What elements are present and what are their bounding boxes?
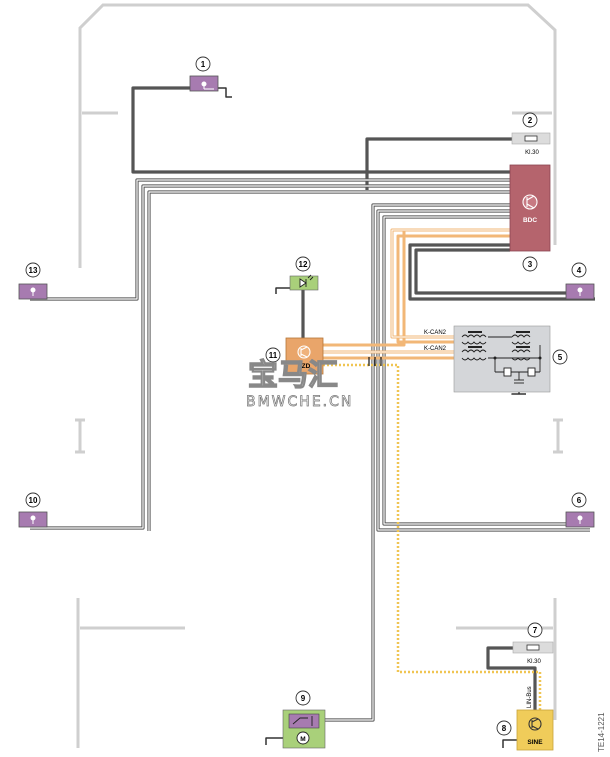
switch-icon bbox=[30, 287, 36, 296]
watermark-cn: 宝马汇 bbox=[248, 358, 338, 393]
component-6[interactable]: 6 bbox=[565, 492, 595, 528]
lin-bus-label: LIN-Bus bbox=[527, 686, 533, 708]
callout-6-text: 6 bbox=[577, 496, 582, 505]
callout-12 bbox=[295, 256, 311, 272]
callout-8-text: 8 bbox=[502, 724, 507, 733]
component-12-led[interactable]: 12 bbox=[289, 256, 319, 291]
component-10[interactable]: 10 bbox=[18, 492, 48, 528]
callout-2 bbox=[522, 112, 538, 128]
core-sensor-10-a bbox=[30, 185, 510, 529]
wire-sensor-13 bbox=[30, 178, 510, 301]
callout-5 bbox=[552, 349, 568, 365]
callout-1 bbox=[195, 56, 211, 72]
component-7[interactable]: Kl.30 7 bbox=[512, 622, 554, 665]
vehicle-outline bbox=[75, 3, 563, 748]
can-line-5 bbox=[323, 230, 406, 347]
ground-8 bbox=[502, 739, 518, 748]
wire-sensor-4 bbox=[408, 243, 595, 301]
junction-dot bbox=[493, 356, 497, 360]
relay-switch-icon bbox=[292, 716, 313, 726]
switch-icon bbox=[577, 287, 583, 296]
component-1[interactable]: 1 bbox=[189, 56, 219, 92]
kcan2-label-top: K-CAN2 bbox=[424, 330, 447, 336]
fuse-2-label: Kl.30 bbox=[525, 150, 539, 156]
callout-7 bbox=[527, 622, 543, 638]
ground-12 bbox=[275, 287, 293, 294]
callout-4-text: 4 bbox=[577, 266, 582, 275]
callout-10-text: 10 bbox=[29, 496, 38, 505]
wire-sensor-1 bbox=[131, 86, 510, 174]
callout-5-text: 5 bbox=[558, 353, 563, 362]
can-bus-lines bbox=[323, 228, 542, 712]
ground-9 bbox=[265, 737, 283, 745]
can-core-1 bbox=[391, 229, 510, 338]
wire-fuse-7 bbox=[486, 646, 537, 710]
callout-11-text: 11 bbox=[269, 351, 278, 360]
component-2[interactable]: Kl.30 2 bbox=[511, 112, 551, 156]
transistor-icon bbox=[297, 345, 311, 359]
core-sensor-13 bbox=[30, 179, 510, 300]
motor-symbol: M bbox=[300, 736, 305, 743]
callout-4 bbox=[571, 262, 587, 278]
watermark-en: BMWCHE.CN bbox=[246, 394, 353, 410]
relay-box bbox=[288, 713, 320, 729]
component-9-motor[interactable]: M 9 bbox=[282, 690, 326, 749]
callout-1-text: 1 bbox=[201, 60, 206, 69]
component-11-fzd[interactable]: FZD 11 bbox=[265, 337, 324, 375]
wiring-harness bbox=[30, 86, 595, 748]
switch-icon bbox=[577, 515, 583, 524]
callout-12-text: 12 bbox=[299, 260, 308, 269]
led-icon bbox=[299, 274, 314, 288]
wire-fuse-2 bbox=[365, 137, 512, 190]
callout-9 bbox=[295, 690, 311, 706]
callout-7-text: 7 bbox=[533, 626, 538, 635]
fzd-label: FZD bbox=[298, 363, 311, 370]
kcan2-label-bottom: K-CAN2 bbox=[424, 346, 447, 352]
lin-bus-line bbox=[323, 363, 542, 712]
core-motor-9 bbox=[325, 204, 510, 721]
component-13[interactable]: 13 bbox=[18, 262, 48, 300]
transistor-icon bbox=[522, 194, 538, 210]
callout-13 bbox=[25, 262, 41, 278]
junction-dot bbox=[538, 356, 542, 360]
watermark: 宝马汇 BMWCHE.CN bbox=[246, 357, 353, 410]
callout-2-text: 2 bbox=[528, 116, 533, 125]
core-sensor-10-b bbox=[148, 191, 510, 531]
fuse-7-label: Kl.30 bbox=[527, 659, 541, 665]
document-id: TE14-1221 bbox=[597, 712, 606, 752]
wiring-inner bbox=[30, 179, 590, 721]
callout-6 bbox=[571, 492, 587, 508]
bus-cross-marks bbox=[368, 357, 382, 366]
sine-box[interactable] bbox=[516, 709, 554, 751]
vehicle-outline-top bbox=[78, 3, 557, 268]
fuse-icon bbox=[524, 135, 538, 142]
callout-3-text: 3 bbox=[528, 260, 533, 269]
callout-10 bbox=[25, 492, 41, 508]
component-3-bdc[interactable]: BDC 3 bbox=[509, 164, 551, 272]
component-4[interactable]: 4 bbox=[565, 262, 595, 300]
motor-icon bbox=[296, 731, 310, 745]
callout-11 bbox=[265, 347, 281, 363]
switch-icon bbox=[30, 515, 36, 524]
transistor-icon bbox=[528, 717, 542, 731]
callout-13-text: 13 bbox=[29, 266, 38, 275]
sine-label: SINE bbox=[527, 739, 543, 746]
can-line-2 bbox=[396, 234, 510, 344]
callout-8 bbox=[496, 720, 512, 736]
switch-icon bbox=[201, 81, 214, 90]
core-right-1 bbox=[377, 210, 590, 531]
wire-sensor-4-b bbox=[414, 248, 575, 295]
fuse-icon bbox=[526, 644, 540, 651]
component-8-sine[interactable]: SINE 8 bbox=[496, 709, 554, 751]
component-5[interactable]: 5 bbox=[453, 325, 568, 393]
core-right-2 bbox=[383, 216, 575, 525]
callout-3 bbox=[522, 256, 538, 272]
bdc-label: BDC bbox=[523, 217, 537, 224]
callout-9-text: 9 bbox=[301, 694, 306, 703]
coil-icons bbox=[461, 334, 541, 384]
